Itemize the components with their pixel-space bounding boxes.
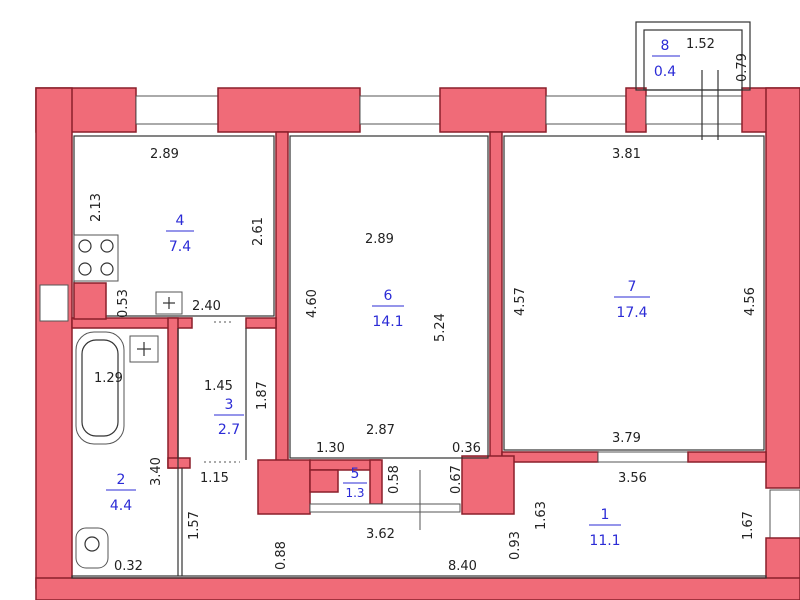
room-number: 7 (628, 279, 637, 295)
room-area: 0.4 (654, 64, 676, 80)
room-area: 7.4 (169, 239, 191, 255)
dimension-label: 2.40 (192, 299, 221, 314)
wall-corridor-block (461, 455, 515, 515)
room-1-label: 1 11.1 (589, 507, 621, 549)
dimension-label: 4.60 (305, 289, 320, 318)
wall-room6-room7 (489, 131, 503, 463)
room-6-label: 6 14.1 (372, 288, 404, 330)
dimension-label: 1.45 (204, 379, 233, 394)
room-number: 6 (384, 288, 393, 304)
dimension-label: 2.89 (365, 232, 394, 247)
dimension-label: 8.40 (448, 559, 477, 574)
dimension-label: 0.32 (114, 559, 143, 574)
room-8-label: 8 0.4 (652, 38, 680, 80)
dimension-label: 1.15 (200, 471, 229, 486)
room-4-label: 4 7.4 (166, 213, 194, 255)
dimension-label: 1.87 (255, 381, 270, 410)
dimension-label: 2.13 (89, 193, 104, 222)
room-area: 1.3 (345, 486, 364, 500)
room-area: 17.4 (616, 305, 647, 321)
dimension-label: 5.24 (433, 313, 448, 342)
room-number: 8 (661, 38, 670, 54)
sink-icon (155, 291, 183, 315)
wall-room7-bottom-1 (501, 451, 599, 463)
floor-bottom-line (71, 575, 767, 579)
room-number: 2 (117, 472, 126, 488)
wall-room7-bottom-2 (687, 451, 767, 463)
wall-wc-stub (167, 457, 191, 469)
wall-top-3 (439, 87, 547, 133)
room-number: 3 (225, 397, 234, 413)
wall-kitchen-bottom (71, 317, 193, 329)
room7-outline (503, 135, 765, 451)
dimension-label: 4.56 (743, 287, 758, 316)
room-area: 11.1 (589, 533, 620, 549)
dimension-label: 3.79 (612, 431, 641, 446)
dimension-label: 0.36 (452, 441, 481, 456)
room-area: 2.7 (218, 422, 240, 438)
dimension-label: 0.58 (387, 465, 402, 494)
dimension-label: 1.29 (94, 371, 123, 386)
kitchen-outline (73, 135, 275, 317)
wall-right (765, 87, 800, 489)
dimension-label: 3.81 (612, 147, 641, 162)
wall-kitchen-bottom-2 (245, 317, 277, 329)
room6-outline (289, 135, 489, 459)
door-room7 (597, 451, 689, 463)
dimension-label: 1.63 (534, 501, 549, 530)
dimension-label: 2.61 (251, 217, 266, 246)
room-number: 4 (176, 213, 185, 229)
sink-counter (73, 282, 107, 320)
window-3 (545, 95, 627, 125)
dimension-label: 2.87 (366, 423, 395, 438)
dimension-label: 4.57 (513, 287, 528, 316)
balcony (635, 21, 751, 140)
room-5-label: 5 1.3 (343, 466, 367, 500)
wall-pantry-small (309, 469, 339, 493)
wall-bottom (35, 577, 800, 600)
dimension-label: 0.53 (116, 289, 131, 318)
bathtub-icon (75, 331, 125, 445)
wall-pantry-left (257, 459, 311, 515)
wall-pantry-right (369, 459, 383, 505)
dimension-label: 0.88 (274, 541, 289, 570)
toilet-icon (75, 527, 109, 569)
dimension-label: 3.40 (149, 457, 164, 486)
washbasin-icon (129, 335, 159, 363)
wall-bath-wc (167, 317, 179, 469)
window-left (39, 284, 69, 322)
dimension-label: 2.89 (150, 147, 179, 162)
dimension-label: 1.67 (741, 511, 756, 540)
window-1 (135, 95, 219, 125)
room-7-label: 7 17.4 (614, 279, 650, 321)
balcony-door (645, 95, 743, 125)
dimension-label: 0.93 (508, 531, 523, 560)
dimension-label: 0.79 (735, 53, 750, 82)
room-number: 5 (351, 466, 360, 482)
room-area: 14.1 (372, 314, 403, 330)
room-area: 4.4 (110, 498, 132, 514)
room-2-label: 2 4.4 (106, 472, 136, 514)
pantry-door (309, 503, 461, 513)
window-right (769, 489, 800, 539)
dimension-label: 1.57 (187, 511, 202, 540)
wall-top-4 (625, 87, 647, 133)
dimension-label: 0.67 (449, 465, 464, 494)
dimension-label: 1.30 (316, 441, 345, 456)
dimension-label: 1.52 (686, 37, 715, 52)
window-2 (359, 95, 441, 125)
room-number: 1 (601, 507, 610, 523)
dimension-label: 3.56 (618, 471, 647, 486)
wall-top-2 (217, 87, 361, 133)
wall-left (35, 87, 73, 589)
dimension-label: 3.62 (366, 527, 395, 542)
room-3-label: 3 2.7 (214, 397, 244, 438)
stove-icon (73, 234, 119, 282)
wall-kitchen-room6 (275, 131, 289, 463)
